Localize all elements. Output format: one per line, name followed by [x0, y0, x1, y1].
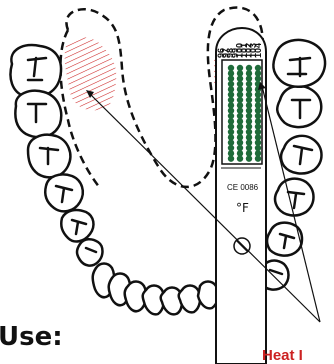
- tooth-left-2: [15, 91, 61, 137]
- thermometer-dot: [237, 155, 243, 161]
- heat-label: Heat I: [262, 347, 303, 364]
- heat-pocket-left: [65, 37, 117, 110]
- unit-label: °F: [236, 201, 249, 215]
- tooth-left-6: [77, 239, 103, 265]
- thermometer-dot: [255, 155, 261, 161]
- tooth-front-5: [161, 288, 182, 315]
- scale-label: 104: [253, 43, 263, 58]
- use-label: Use:: [0, 322, 63, 352]
- thermometer-dot: [246, 155, 252, 161]
- thermometer-dot: [228, 155, 234, 161]
- ce-mark: CE 0086: [227, 183, 259, 192]
- tooth-right-3: [275, 179, 314, 216]
